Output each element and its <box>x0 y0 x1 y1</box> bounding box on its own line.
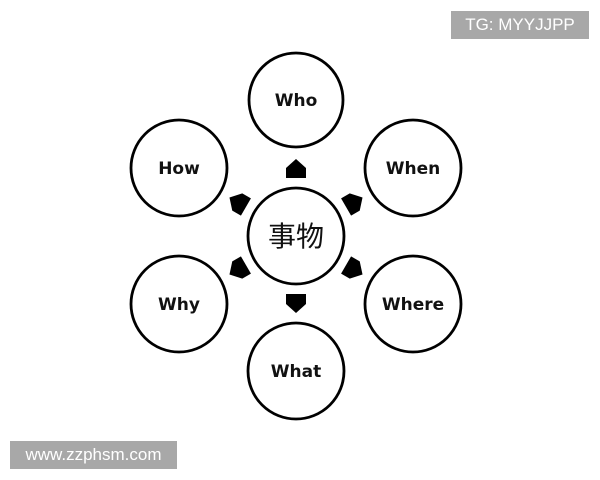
node-why: Why <box>129 254 229 354</box>
arrow-down-left-icon <box>229 256 251 279</box>
node-where-label: Where <box>382 295 444 315</box>
node-center: 事物 <box>246 186 346 286</box>
arrow-to-where <box>341 256 363 279</box>
arrow-to-when <box>341 193 363 216</box>
node-how: How <box>129 118 229 218</box>
arrow-to-who <box>286 159 306 178</box>
arrow-up-right-icon <box>341 193 363 216</box>
node-how-label: How <box>158 159 200 179</box>
node-what-label: What <box>271 362 321 382</box>
arrow-to-why <box>229 256 251 279</box>
node-what: What <box>246 321 346 421</box>
arrow-up-icon <box>286 159 306 178</box>
node-where: Where <box>363 254 463 354</box>
watermark-top: TG: MYYJJPP <box>451 11 589 39</box>
arrow-up-left-icon <box>229 193 251 216</box>
center-label: 事物 <box>268 220 324 253</box>
node-why-label: Why <box>158 295 200 315</box>
arrow-to-what <box>286 294 306 313</box>
arrow-down-right-icon <box>341 256 363 279</box>
node-who: Who <box>247 51 345 149</box>
arrow-down-icon <box>286 294 306 313</box>
node-who-label: Who <box>275 91 318 111</box>
arrow-to-how <box>229 193 251 216</box>
node-when-label: When <box>386 159 441 179</box>
watermark-bottom: www.zzphsm.com <box>10 441 177 469</box>
node-when: When <box>363 118 463 218</box>
